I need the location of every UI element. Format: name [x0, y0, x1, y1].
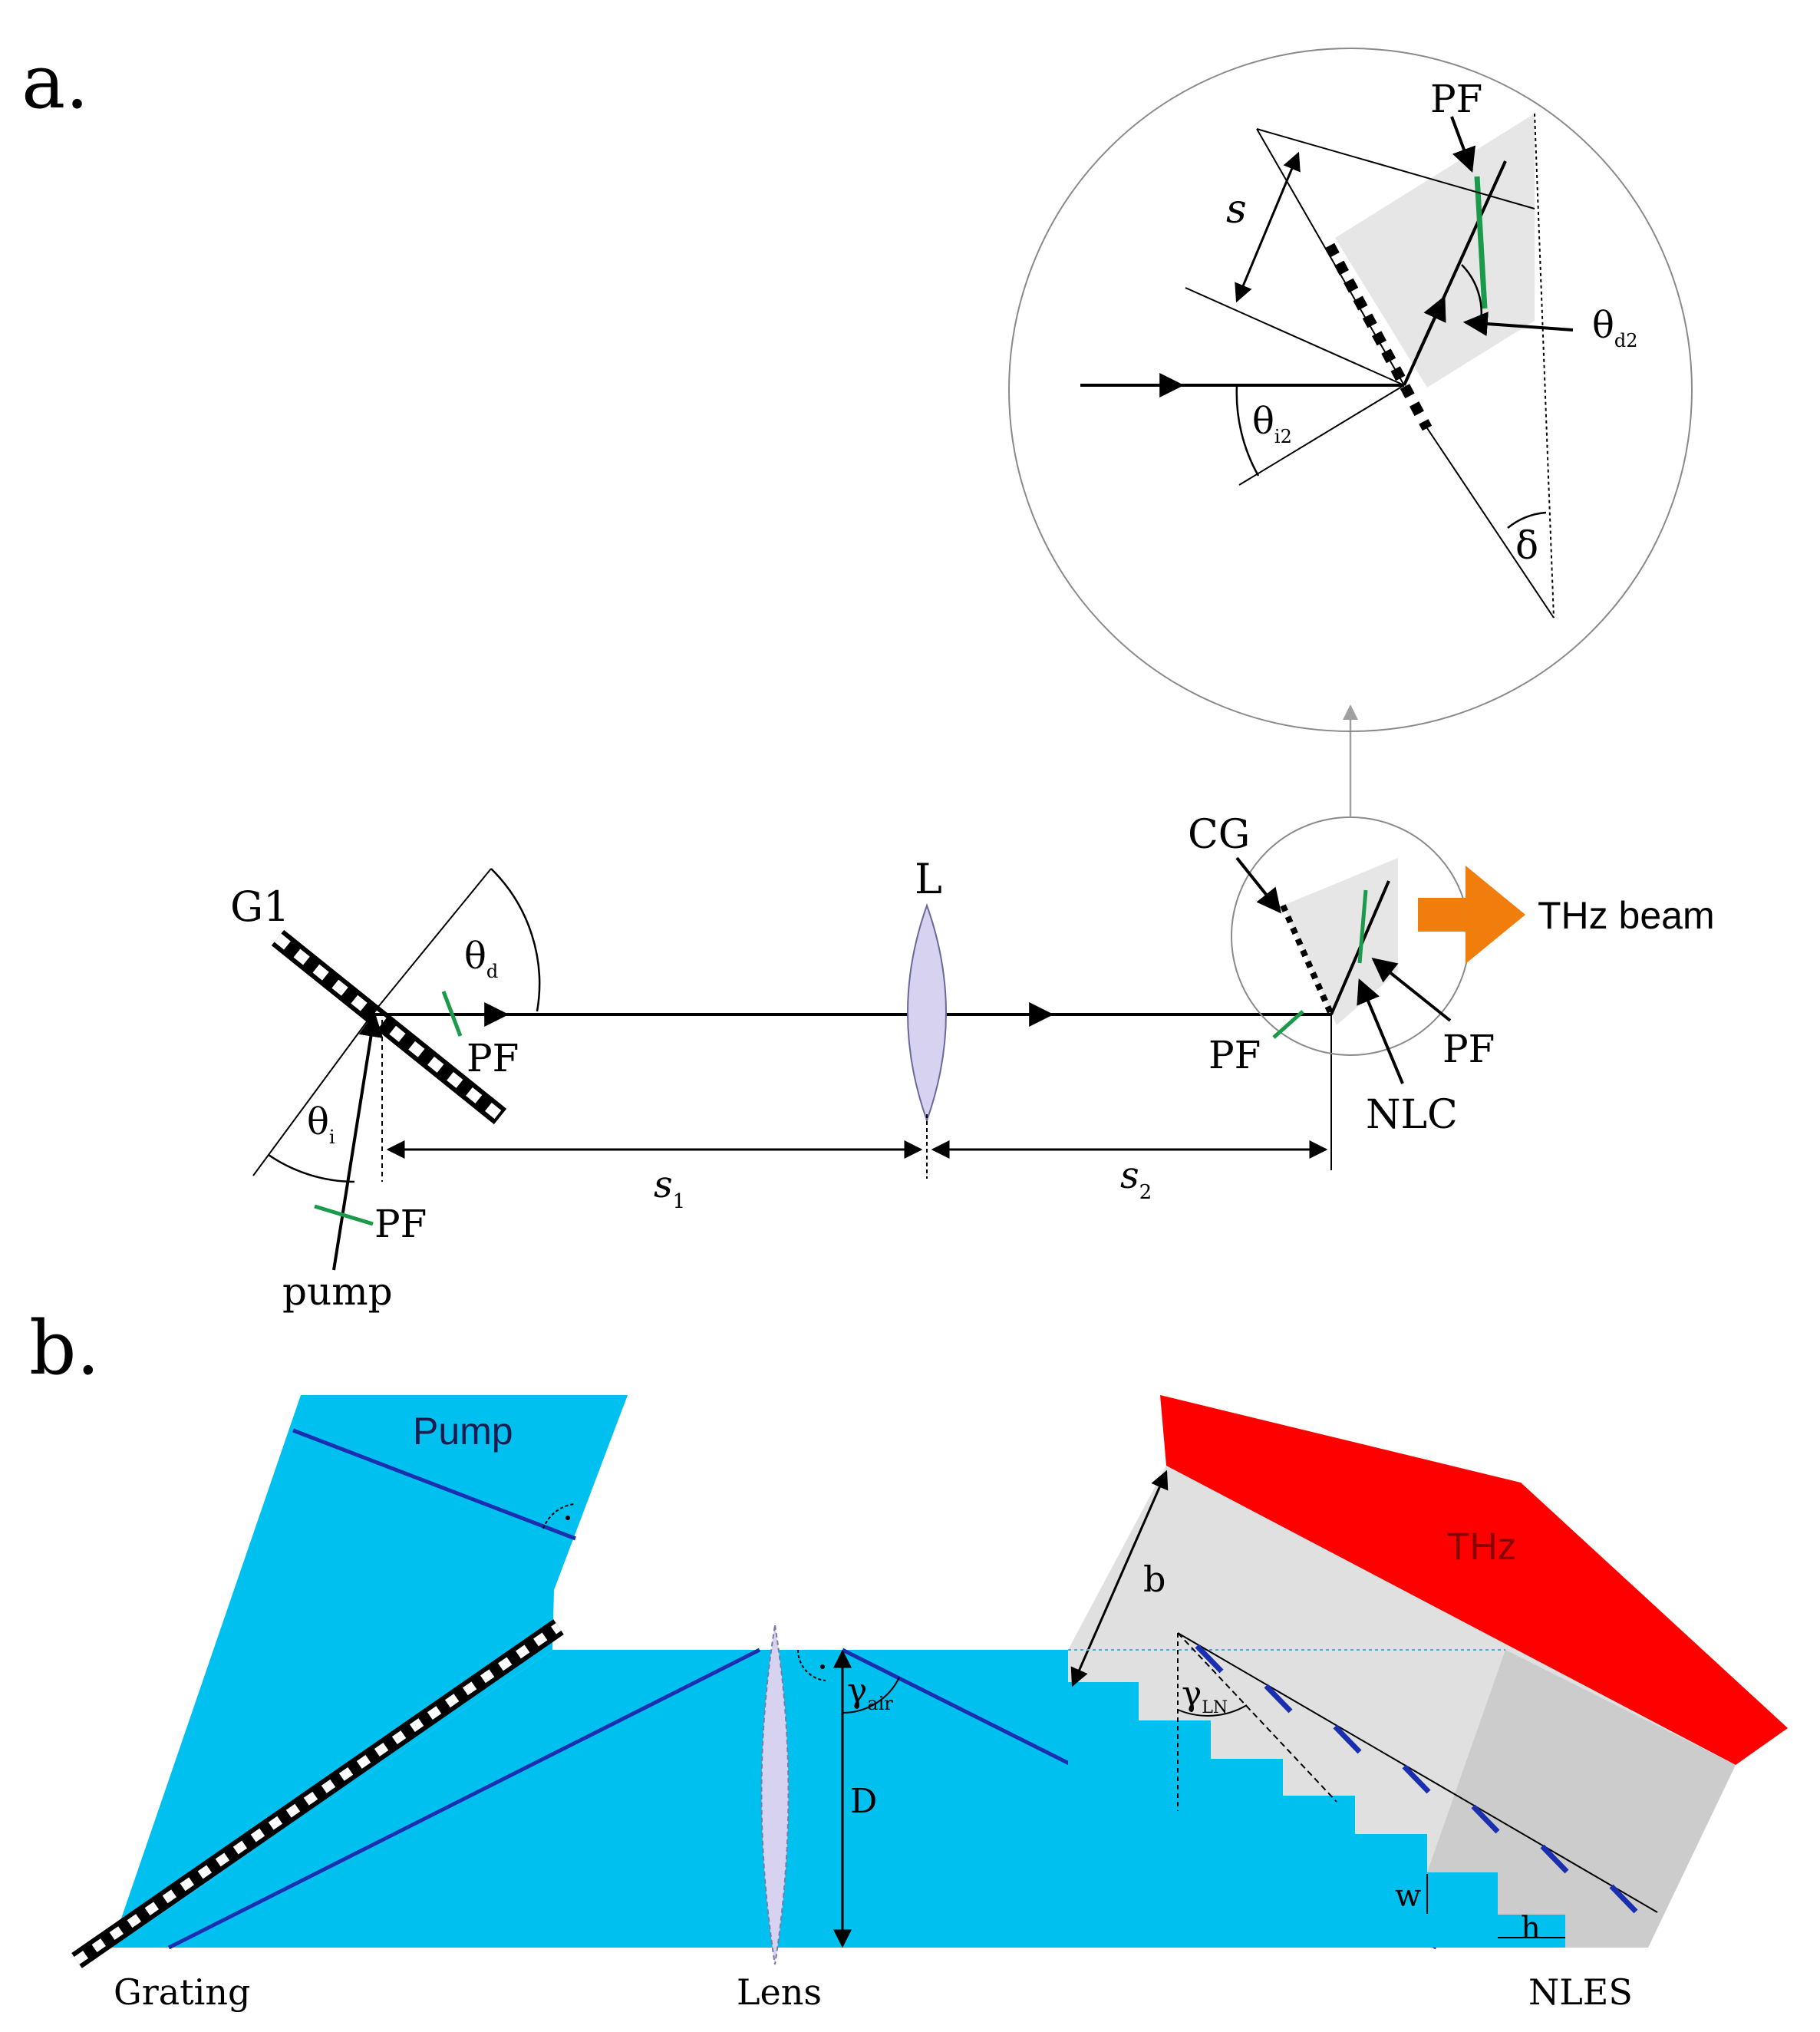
panel-a: a. G1 θd θi PF pump PF L	[21, 39, 1715, 1314]
crystal-pulse-front	[1357, 889, 1368, 964]
inset-pf-pointer	[1450, 116, 1475, 173]
lower-beam-region	[111, 1650, 1068, 1948]
thz-label: THz	[1446, 1525, 1517, 1568]
inset-pf-label: PF	[1430, 77, 1482, 121]
tilted-pulse-front-dashes	[1195, 1644, 1638, 1914]
thz-beam-label: THz beam	[1538, 894, 1715, 937]
inset-upper-construction	[1256, 128, 1535, 209]
g1-label: G1	[230, 882, 290, 931]
crystal-incident-pf	[1272, 1010, 1304, 1039]
nles-echelon-steps	[1068, 1650, 1565, 1948]
pump-label: Pump	[413, 1410, 513, 1453]
cg-label: CG	[1188, 812, 1250, 858]
inset-lower-construction	[1185, 287, 1405, 386]
inset-s-dimension	[1235, 151, 1301, 303]
s2-label: s2	[1120, 1154, 1152, 1204]
theta-d-arc	[490, 868, 541, 1012]
inset-theta-d2-label: θd2	[1592, 304, 1638, 351]
cg-pointer	[1235, 856, 1281, 914]
pf-top-label: PF	[467, 1036, 519, 1080]
pf-right-crystal-label: PF	[1442, 1027, 1495, 1071]
thz-region	[1160, 1395, 1788, 1765]
inset-theta-d2-pointer	[1462, 312, 1574, 337]
lens	[760, 1625, 790, 1965]
theta-i-arc	[268, 1153, 355, 1183]
theta-i-construction-line	[252, 1011, 375, 1176]
h-label: h	[1521, 1911, 1541, 1946]
lens-right-angle-arc	[796, 1649, 826, 1681]
nlc-pointer	[1357, 978, 1404, 1084]
inset-crystal	[1335, 114, 1535, 388]
inset-theta-i2-line	[1238, 384, 1405, 486]
inset-theta-i2-label: θi2	[1252, 400, 1292, 447]
inset-theta-i2-arc	[1235, 384, 1260, 477]
panel-b-label: b.	[29, 1305, 100, 1391]
lens-l	[907, 903, 947, 1123]
inset-circle	[1008, 48, 1693, 732]
pump-pulse-front	[314, 1204, 374, 1226]
pulse-front-after-grating	[441, 991, 463, 1037]
nles-dark-region	[1427, 1650, 1736, 1948]
pump-label: pump	[282, 1269, 393, 1314]
gamma-air-label: γair	[847, 1671, 893, 1714]
panel-a-label: a.	[21, 39, 89, 125]
lens-label: Lens	[737, 1971, 822, 2013]
gamma-air-arc	[842, 1677, 900, 1714]
s1-label: s1	[654, 1163, 685, 1213]
inset-vertical-dotted	[1534, 113, 1555, 619]
grating-g1	[271, 929, 507, 1125]
pf-pump-label: PF	[374, 1202, 427, 1246]
pump-right-angle-dot	[565, 1516, 570, 1520]
pump-pulse-front-ray	[292, 1428, 576, 1541]
nlc-label: NLC	[1366, 1092, 1458, 1138]
lens-label: L	[915, 855, 942, 903]
thz-beam-arrow	[1418, 866, 1525, 964]
grating-to-lens-ray	[167, 1648, 761, 1950]
d-label: D	[850, 1782, 877, 1821]
w-label: w	[1395, 1879, 1421, 1914]
grating	[71, 1619, 564, 1968]
gamma-ln-label: γLN	[1182, 1674, 1228, 1717]
theta-d-construction-line	[374, 868, 492, 1012]
pump-beam	[332, 1011, 384, 1271]
gamma-ln-arc	[1177, 1704, 1248, 1717]
theta-i-label: θi	[307, 1100, 335, 1148]
grating-label: Grating	[114, 1971, 250, 2013]
inset-delta-label: δ	[1515, 523, 1538, 568]
inset-contact-grating	[1324, 242, 1433, 431]
inset-pulse-front	[1474, 176, 1488, 309]
inset-s-label: s	[1226, 186, 1247, 233]
zoom-inset: s θi2 θd2 PF δ	[1008, 48, 1693, 732]
b-label: b	[1143, 1559, 1166, 1600]
nles-label: NLES	[1528, 1971, 1633, 2013]
lens-right-angle-dot	[820, 1664, 825, 1669]
inset-delta-arc	[1507, 511, 1547, 529]
pf-right-pointer	[1371, 958, 1452, 1022]
gamma-ln-diagonal	[1177, 1632, 1337, 1803]
panel-b: b. Pump Grating Lens D γair THz	[29, 1305, 1788, 2013]
theta-d-label: θd	[464, 935, 498, 982]
inset-delta-line	[1426, 427, 1555, 619]
pf-left-crystal-label: PF	[1208, 1033, 1261, 1077]
pump-beam-region	[111, 1395, 628, 1948]
contact-grating	[1280, 904, 1334, 1016]
pulse-front-tilt-line	[1177, 1632, 1658, 1913]
inset-refracted-arrow	[1416, 295, 1446, 355]
